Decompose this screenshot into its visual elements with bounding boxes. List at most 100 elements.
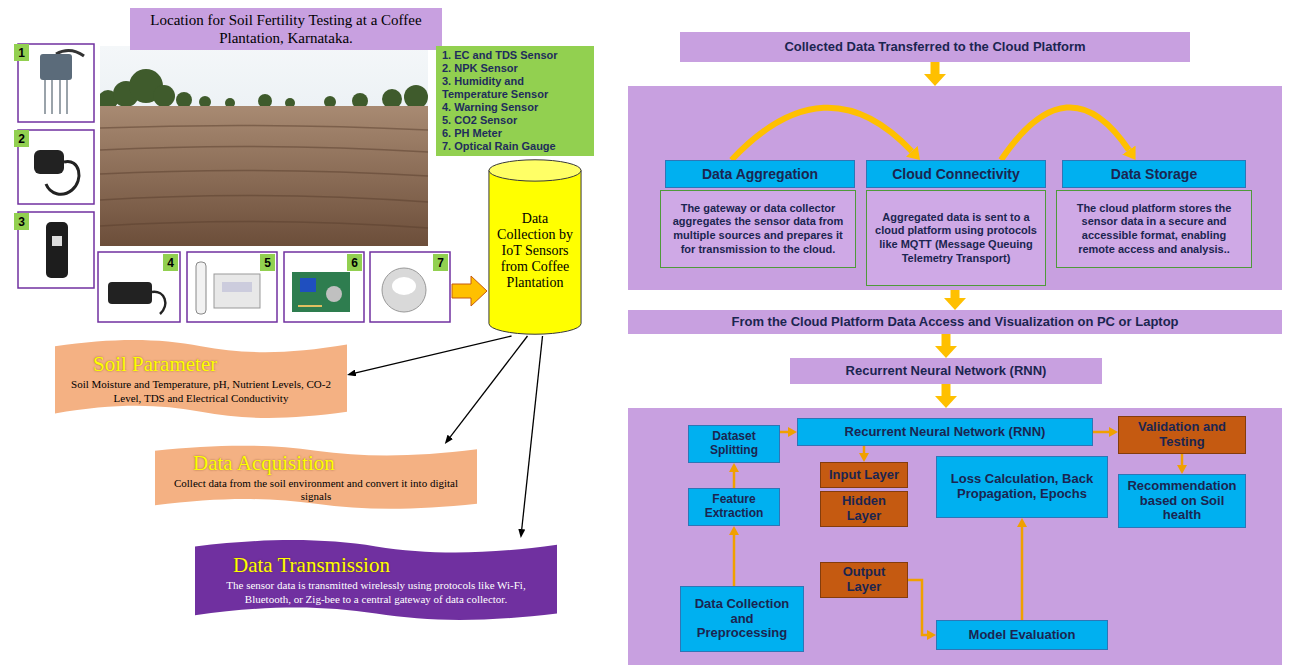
sensor-frames-part: [370, 252, 450, 322]
node-text: Data Storage: [1069, 166, 1239, 182]
ec-sensor-icon-part: [45, 80, 67, 114]
npk-sensor-icon-part: [34, 150, 64, 174]
soil-furrows-part: [100, 195, 428, 202]
model-panel: Dataset Splitting Recurrent Neural Networ…: [628, 408, 1282, 665]
step-body: Aggregated data is sent to a cloud platf…: [866, 190, 1046, 286]
node-text: Data Transmission: [209, 553, 543, 577]
step-body: The gateway or data collector aggregates…: [660, 190, 856, 268]
soil-furrows-part: [100, 170, 428, 176]
step-header: Data Storage: [1062, 160, 1246, 188]
body-text: Soil Moisture and Temperature, pH, Nutri…: [69, 378, 333, 404]
process-box: Dataset Splitting: [688, 425, 780, 463]
wave-fill: [155, 446, 477, 509]
node-text: Aggregated data is sent to a cloud platf…: [873, 211, 1039, 266]
ec-sensor-icon-part: [40, 54, 72, 80]
list-item-text: 1. EC and TDS Sensor: [442, 49, 588, 62]
connector-arrow: [942, 334, 951, 346]
node-text: Recommendation based on Soil health: [1123, 479, 1241, 524]
warning-sensor-icon-part: [152, 292, 165, 314]
tree-line-part: [176, 92, 192, 108]
callout-badge: 5: [260, 254, 275, 271]
warning-sensor-icon-part: [108, 282, 152, 304]
ph-meter-icon-part: [298, 305, 322, 307]
cylinder-body: [489, 170, 581, 334]
node-text: Dataset Splitting: [693, 430, 775, 458]
soil-furrows-part: [100, 125, 428, 130]
stage-box: Validation and Testing: [1118, 416, 1246, 454]
sensor-frames-part: [18, 212, 94, 288]
connector-arrow: [522, 336, 543, 529]
ph-meter-icon-part: [300, 278, 316, 292]
callout-number: 1: [18, 47, 25, 59]
node-text: Recurrent Neural Network (RNN): [804, 425, 1086, 440]
soil-furrows: [100, 125, 428, 228]
co2-sensor-icon-part: [214, 274, 260, 308]
node-text: Cloud Connectivity: [873, 166, 1039, 182]
co2-sensor-icon-part: [196, 262, 206, 314]
ec-sensor-icon-part-part: [44, 80, 46, 114]
tree-line: [100, 69, 428, 110]
connector-arrow: [942, 384, 951, 396]
soil-furrows-part: [100, 146, 428, 152]
co2-sensor-icon-part: [222, 282, 252, 292]
process-band: Collected Data Transferred to the Cloud …: [680, 32, 1190, 62]
wave-banner: Soil ParameterSoil Moisture and Temperat…: [55, 338, 347, 420]
list-item-text: 2. NPK Sensor: [442, 62, 588, 75]
process-box: Model Evaluation: [936, 620, 1108, 650]
callout-badge: 3: [14, 213, 29, 230]
list-item-text: 6. PH Meter: [442, 127, 588, 140]
data-cylinder: Data Collection by IoT Sensors from Coff…: [488, 158, 582, 336]
tree-line-part: [153, 85, 175, 107]
process-band: Recurrent Neural Network (RNN): [790, 358, 1102, 384]
process-band: From the Cloud Platform Data Access and …: [628, 310, 1282, 334]
node-text: Data Acquisition: [169, 451, 463, 475]
wave-banner: Data AcquisitionCollect data from the so…: [155, 444, 477, 511]
rain-gauge-icon-part: [392, 277, 416, 295]
node-text: Data Collection by IoT Sensors from Coff…: [494, 211, 576, 291]
sensor-frames-part: [18, 130, 94, 204]
co2-sensor-icon: [196, 262, 260, 314]
photo-sky: [100, 46, 428, 246]
node-text: The cloud platform stores the sensor dat…: [1063, 202, 1245, 257]
callout-badge: 4: [163, 254, 178, 271]
body-text: The sensor data is transmitted wirelessl…: [209, 579, 543, 605]
callout-number: 5: [264, 257, 271, 269]
node-text: The gateway or data collector aggregates…: [667, 202, 849, 257]
process-box: Feature Extraction: [688, 488, 780, 526]
tree-line-part: [258, 94, 272, 108]
humidity-sensor-icon-part: [46, 222, 68, 278]
ph-meter-icon-part: [326, 286, 342, 302]
layer-box: Output Layer: [820, 562, 908, 598]
connector-arrow: [931, 62, 940, 74]
node-text: Collected Data Transferred to the Cloud …: [688, 40, 1182, 55]
wave-fill: [195, 540, 557, 620]
block-arrow: [452, 276, 487, 306]
title-band: Location for Soil Fertility Testing at a…: [130, 8, 442, 50]
layer-box: Input Layer: [820, 462, 908, 488]
step-body: The cloud platform stores the sensor dat…: [1056, 190, 1252, 268]
rain-gauge-icon: [382, 268, 426, 312]
process-box: Recurrent Neural Network (RNN): [797, 418, 1093, 446]
callout-number: 2: [18, 133, 25, 145]
sensor-list-box: 1. EC and TDS Sensor2. NPK Sensor3. Humi…: [436, 46, 594, 156]
list-item-text: 7. Optical Rain Gauge: [442, 140, 588, 153]
ec-sensor-icon-part-part: [66, 80, 68, 114]
callout-number: 3: [18, 216, 25, 228]
process-box: Loss Calculation, Back Propagation, Epoc…: [936, 456, 1108, 518]
ec-sensor-icon-part-part: [59, 80, 61, 114]
humidity-sensor-icon: [46, 222, 68, 278]
field-photo: [100, 46, 428, 246]
sensor-frames-part: [284, 252, 364, 322]
rain-gauge-icon-part: [382, 268, 426, 312]
list-item-text: 4. Warning Sensor: [442, 101, 588, 114]
connector-arrow: [450, 336, 527, 437]
photo-soil: [100, 106, 428, 246]
node-text: Data Collection and Preprocessing: [685, 597, 799, 642]
cylinder-top: [489, 160, 581, 181]
soil-furrows-part: [100, 221, 428, 228]
node-text: Location for Soil Fertility Testing at a…: [138, 11, 434, 47]
node-text: Input Layer: [824, 468, 904, 483]
node-text: Output Layer: [824, 565, 904, 595]
node-text: From the Cloud Platform Data Access and …: [636, 315, 1274, 330]
node-text: Hidden Layer: [824, 494, 904, 524]
